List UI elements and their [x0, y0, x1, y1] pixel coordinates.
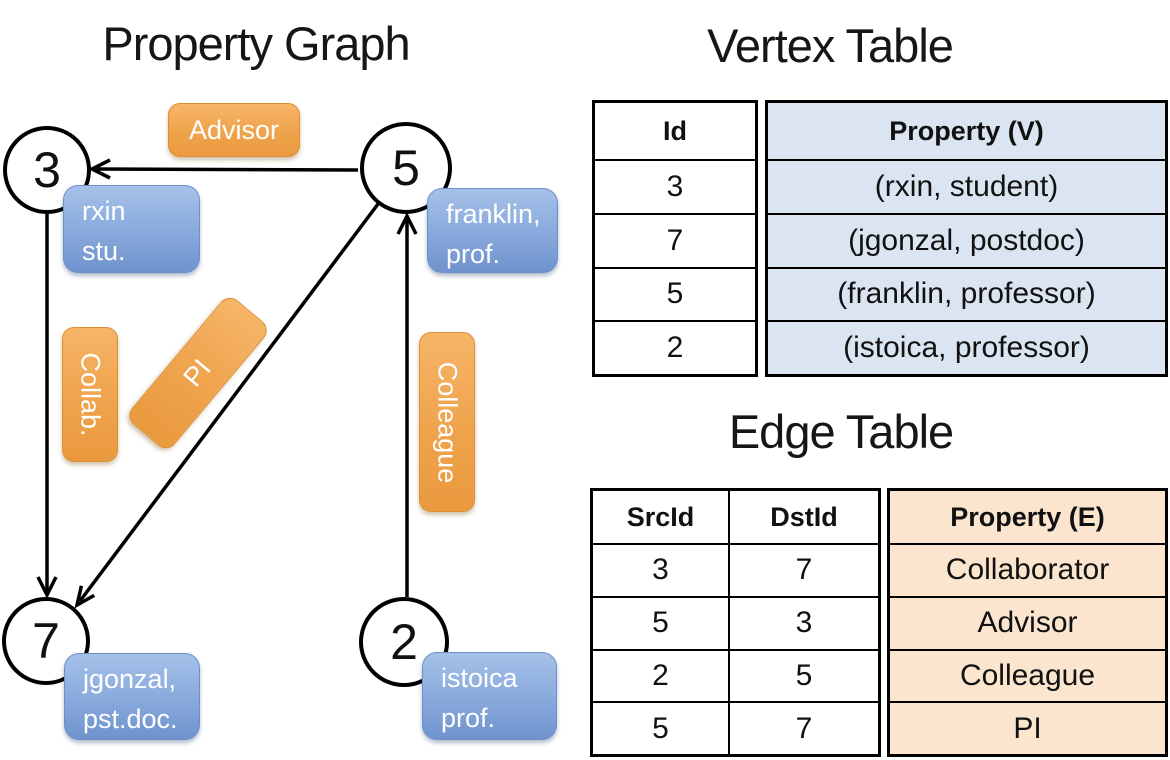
node-2-id: 2 [390, 614, 418, 670]
edge-table-title: Edge Table [728, 405, 954, 458]
vertex-table-title: Vertex Table [707, 19, 954, 72]
edge-table-property-column: Property (E) Collaborator Advisor Collea… [887, 488, 1168, 757]
edge-row-dst: 7 [728, 701, 878, 754]
edge-row-src: 5 [593, 595, 728, 649]
node-7-id: 7 [32, 613, 60, 669]
edge-label-colleague: Colleague [419, 332, 475, 512]
edge-row-dst: 5 [728, 648, 878, 702]
vertex-property-header: Property (V) [889, 115, 1044, 146]
node-5-id: 5 [392, 140, 420, 196]
vertex-row-id: 5 [595, 266, 755, 321]
node-2-property-line1: istoica [441, 663, 518, 693]
node-3-property-line1: rxin [82, 196, 126, 226]
edge-dst-header: DstId [728, 491, 878, 543]
vertex-row-property: (franklin, professor) [768, 266, 1165, 321]
edge-label-collab: Collab. [62, 327, 118, 462]
node-2-property-box: istoica prof. [422, 652, 557, 740]
vertex-table-property-column: Property (V) (rxin, student) (jgonzal, p… [765, 100, 1168, 377]
edge-5-7-line [78, 202, 380, 603]
edge-row-dst: 7 [728, 543, 878, 596]
vertex-table-id-column: Id 3 7 5 2 [592, 100, 758, 377]
edge-label-advisor: Advisor [168, 103, 300, 157]
vertex-id-header: Id [663, 115, 687, 146]
edge-3-7-arrowhead [36, 576, 58, 599]
edge-row-src: 3 [593, 543, 728, 596]
edge-5-3-line [95, 167, 359, 172]
edge-row-property: Collaborator [890, 543, 1165, 596]
node-2-circle: 2 [359, 597, 449, 687]
vertex-row-property: (jgonzal, postdoc) [768, 212, 1165, 267]
edge-2-5-arrowhead [396, 212, 418, 235]
edge-label-advisor-text: Advisor [188, 114, 280, 145]
edge-src-header: SrcId [626, 501, 695, 532]
node-7-property-line1: jgonzal, [83, 664, 177, 694]
property-graph-title: Property Graph [102, 17, 410, 70]
node-2-property-line2: prof. [441, 703, 496, 733]
node-3-property-line2: stu. [82, 236, 126, 266]
node-7-property-line2: pst.doc. [83, 704, 178, 734]
node-5-property-line2: prof. [446, 239, 501, 269]
edge-row-property: Advisor [890, 595, 1165, 649]
graph-edges [36, 158, 418, 609]
edge-row-src: 2 [593, 648, 728, 702]
vertex-row-id: 2 [595, 320, 755, 374]
vertex-row-property: (istoica, professor) [768, 320, 1165, 374]
edge-label-pi-text: PI [177, 353, 218, 393]
edge-property-header: Property (E) [950, 501, 1105, 532]
edge-table-id-columns: SrcId DstId 3 7 5 3 2 5 5 7 [590, 488, 881, 757]
edge-label-collab-text: Collab. [75, 352, 106, 437]
edge-row-src: 5 [593, 701, 728, 754]
node-5-property-box: franklin, prof. [427, 188, 558, 273]
vertex-row-property: (rxin, student) [768, 159, 1165, 213]
edge-row-property: PI [890, 701, 1165, 754]
edge-label-colleague-text: Colleague [432, 361, 463, 483]
node-7-property-box: jgonzal, pst.doc. [64, 653, 200, 740]
edge-row-property: Colleague [890, 648, 1165, 702]
node-3-id: 3 [33, 142, 61, 198]
vertex-row-id: 3 [595, 159, 755, 213]
node-3-property-box: rxin stu. [63, 185, 200, 273]
edge-row-dst: 3 [728, 595, 878, 649]
vertex-row-id: 7 [595, 212, 755, 267]
edge-5-7-arrowhead [74, 585, 96, 609]
edge-5-3-arrowhead [88, 158, 111, 180]
node-5-property-line1: franklin, [446, 199, 541, 229]
